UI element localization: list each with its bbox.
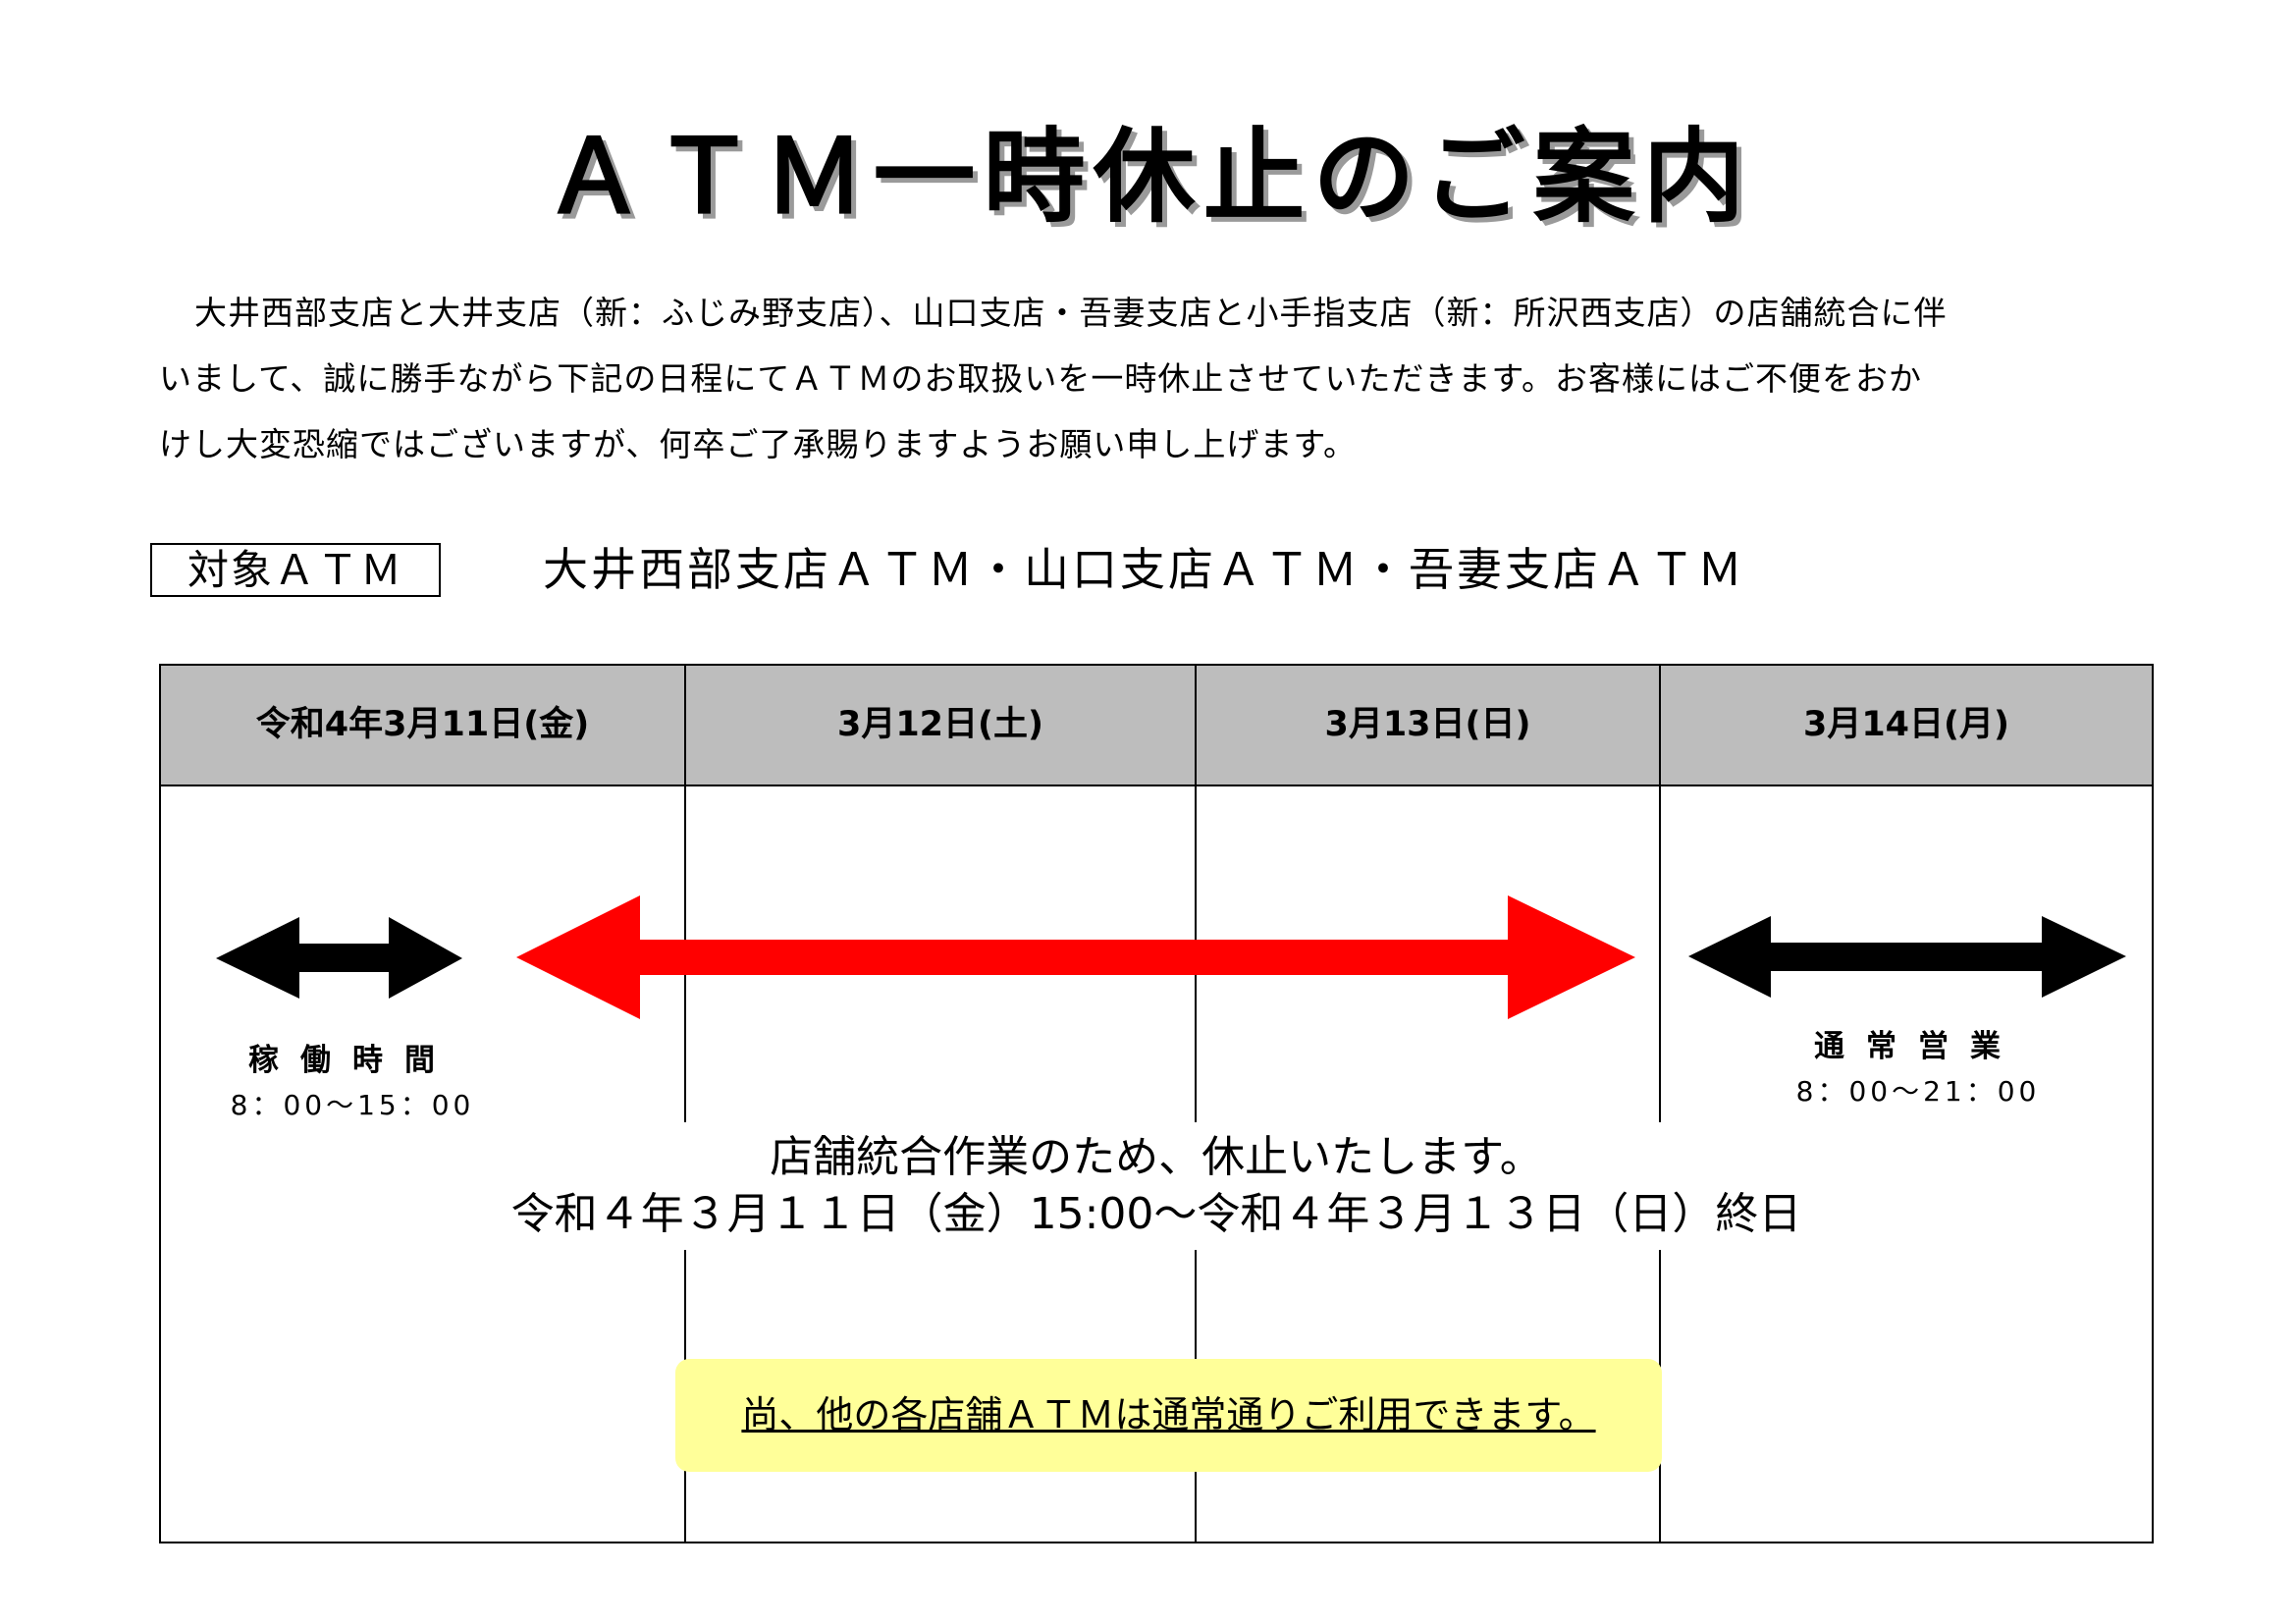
closure-period-arrow [516,895,1635,1019]
operating-hours-arrow [216,917,462,999]
message-backdrop [455,1122,1849,1250]
target-atm-label: 対象ＡＴＭ [150,543,441,597]
header-date-4: 3月14日(月) [1802,705,2010,744]
normal-business-arrow [1688,916,2126,998]
closure-message: 店舗統合作業のため、休止いたします。 [770,1132,1543,1182]
target-atm-list: 大井西部支店ＡＴＭ・山口支店ＡＴＭ・吾妻支店ＡＴＭ [543,543,1745,596]
other-atms-note: 尚、他の各店舗ＡＴＭは通常通りご利用できます。 [675,1359,1662,1472]
schedule-header-row [161,666,2152,786]
operating-hours-label: 稼働時間 [248,1043,456,1078]
timeline-arrows [216,895,2126,1019]
intro-line-2: いまして、誠に勝手ながら下記の日程にてＡＴＭのお取扱いを一時休止させていただきま… [159,359,1923,398]
schedule-table: 令和4年3月11日(金) 3月12日(土) 3月13日(日) 3月14日(月) … [159,664,2154,1543]
operating-hours-time: 8：00～15：00 [230,1089,475,1121]
column-divider-3 [1659,666,1661,1542]
header-date-1: 令和4年3月11日(金) [255,705,590,744]
normal-business-label: 通常営業 [1814,1029,2022,1064]
intro-line-1: 大井西部支店と大井支店（新：ふじみ野支店）、山口支店・吾妻支店と小手指支店（新：… [194,294,1948,332]
header-date-2: 3月12日(土) [836,705,1044,744]
page-title: ＡＴＭ一時休止のご案内 [543,117,1753,237]
header-date-3: 3月13日(日) [1324,705,1531,744]
column-divider-1 [684,666,686,1542]
closure-period: 令和４年３月１１日（金）15:00～令和４年３月１３日（日）終日 [510,1189,1802,1239]
normal-business-time: 8：00～21：00 [1795,1075,2041,1108]
column-divider-2 [1195,666,1197,1542]
intro-line-3: けし大変恐縮ではございますが、何卒ご了承賜りますようお願い申し上げます。 [159,425,1358,463]
intro-paragraph: 大井西部支店と大井支店（新：ふじみ野支店）、山口支店・吾妻支店と小手指支店（新：… [159,280,2132,477]
